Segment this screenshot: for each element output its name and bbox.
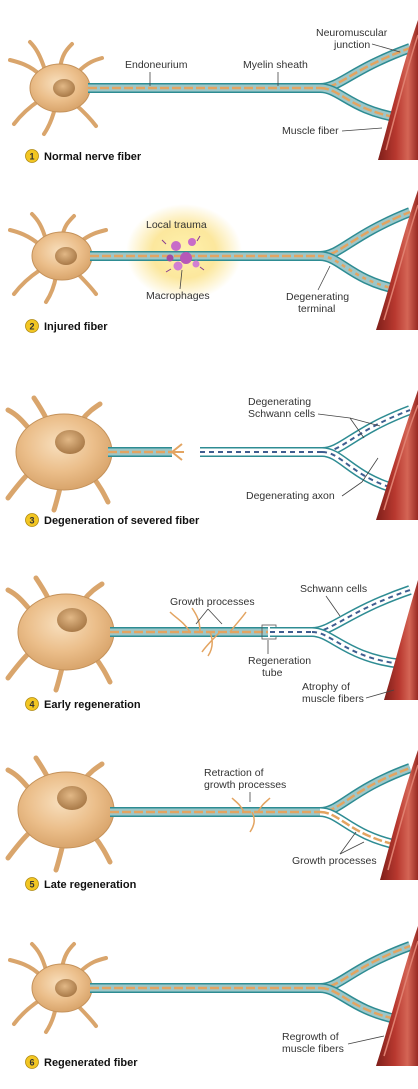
panel-3: Degenerating Schwann cells Degenerating …	[8, 390, 418, 527]
svg-text:4: 4	[29, 700, 34, 710]
label-growth-processes: Growth processes	[292, 855, 377, 867]
label-growth-processes: Growth processes	[170, 596, 255, 608]
step-badge-5: 5	[26, 878, 39, 891]
nerve-fiber	[90, 946, 410, 1020]
distal-degenerating-segment	[200, 410, 410, 490]
panel-5: Retraction of growth processes Growth pr…	[8, 750, 418, 891]
neuron-cell-body	[8, 758, 114, 870]
panel-1: Endoneurium Myelin sheath Neuromuscular …	[10, 20, 418, 163]
svg-text:5: 5	[29, 880, 34, 890]
step-badge-1: 1	[26, 150, 39, 163]
label-macrophages: Macrophages	[146, 290, 210, 302]
step-badge-4: 4	[26, 698, 39, 711]
svg-text:2: 2	[29, 322, 34, 332]
label-endoneurium: Endoneurium	[125, 59, 188, 71]
label-regrowth-of-muscle-fibers-1: Regrowth of	[282, 1031, 339, 1043]
label-degenerating-schwann-cells-1: Degenerating	[248, 396, 311, 408]
label-local-trauma: Local trauma	[146, 219, 207, 231]
label-regeneration-tube-2: tube	[262, 667, 283, 679]
proximal-stump	[108, 444, 184, 460]
svg-text:1: 1	[29, 152, 34, 162]
step-badge-6: 6	[26, 1056, 39, 1069]
neuron-cell-body	[8, 398, 112, 510]
step-badge-3: 3	[26, 514, 39, 527]
neuron-cell-body	[8, 578, 114, 690]
label-retraction-of-growth-processes-1: Retraction of	[204, 767, 264, 779]
label-degenerating-terminal-2: terminal	[298, 303, 335, 315]
label-regrowth-of-muscle-fibers-2: muscle fibers	[282, 1043, 344, 1055]
svg-text:6: 6	[29, 1058, 34, 1068]
regenerating-fiber	[110, 608, 276, 656]
label-neuromuscular-junction-1: Neuromuscular	[316, 27, 388, 39]
caption-degeneration-of-severed-fiber: Degeneration of severed fiber	[44, 515, 200, 527]
caption-normal-nerve-fiber: Normal nerve fiber	[44, 151, 142, 163]
caption-injured-fiber: Injured fiber	[44, 321, 108, 333]
label-regeneration-tube-1: Regeneration	[248, 655, 311, 667]
step-badge-2: 2	[26, 320, 39, 333]
muscle-fiber	[378, 20, 418, 160]
muscle-fiber	[376, 390, 418, 520]
svg-text:3: 3	[29, 516, 34, 526]
label-degenerating-axon: Degenerating axon	[246, 490, 335, 502]
muscle-fiber	[376, 190, 418, 330]
caption-early-regeneration: Early regeneration	[44, 699, 141, 711]
label-neuromuscular-junction-2: junction	[333, 39, 370, 51]
caption-regenerated-fiber: Regenerated fiber	[44, 1057, 138, 1069]
panel-2: Local trauma Macrophages Degenerating te…	[10, 190, 418, 333]
caption-late-regeneration: Late regeneration	[44, 879, 137, 891]
schwann-cell-tubes	[270, 590, 410, 664]
label-retraction-of-growth-processes-2: growth processes	[204, 779, 286, 791]
label-muscle-fiber: Muscle fiber	[282, 125, 339, 137]
label-degenerating-schwann-cells-2: Schwann cells	[248, 408, 315, 420]
label-degenerating-terminal-1: Degenerating	[286, 291, 349, 303]
panel-4: Growth processes Schwann cells Regenerat…	[8, 578, 418, 711]
label-atrophy-of-muscle-fibers-1: Atrophy of	[302, 681, 350, 693]
label-schwann-cells: Schwann cells	[300, 583, 367, 595]
panel-6: Regrowth of muscle fibers 6 Regenerated …	[10, 926, 418, 1069]
label-myelin-sheath: Myelin sheath	[243, 59, 308, 71]
label-atrophy-of-muscle-fibers-2: muscle fibers	[302, 693, 364, 705]
